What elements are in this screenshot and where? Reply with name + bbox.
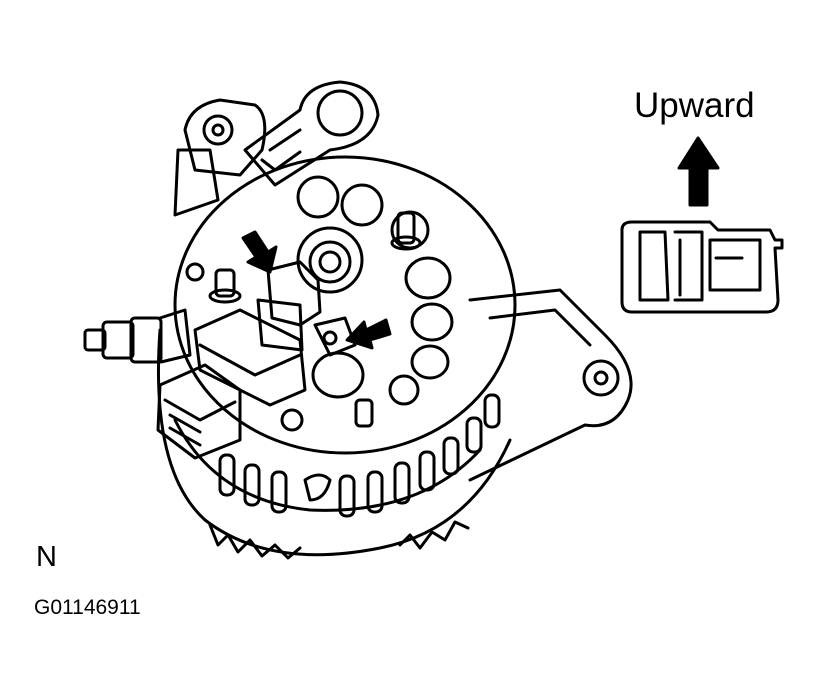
terminal-post: [85, 310, 190, 362]
direction-label: Upward: [634, 86, 755, 125]
voltage-regulator: [158, 310, 305, 458]
ring-terminal: [245, 82, 378, 185]
bolts: [187, 213, 420, 430]
shaft-and-brush-holder: [258, 228, 362, 355]
vent-holes: [298, 177, 452, 404]
cooling-fins: [220, 395, 499, 516]
alternator-body: [158, 157, 515, 558]
view-label: N: [36, 541, 57, 573]
mounting-bracket: [470, 290, 631, 480]
arrow-up-icon: [679, 138, 718, 205]
pointer-arrow-icon: [347, 320, 390, 348]
figure-id: G01146911: [34, 596, 141, 619]
pointer-arrow-icon: [243, 232, 276, 272]
upper-mounting-ear: [175, 100, 265, 215]
connector-inset: [622, 222, 782, 312]
